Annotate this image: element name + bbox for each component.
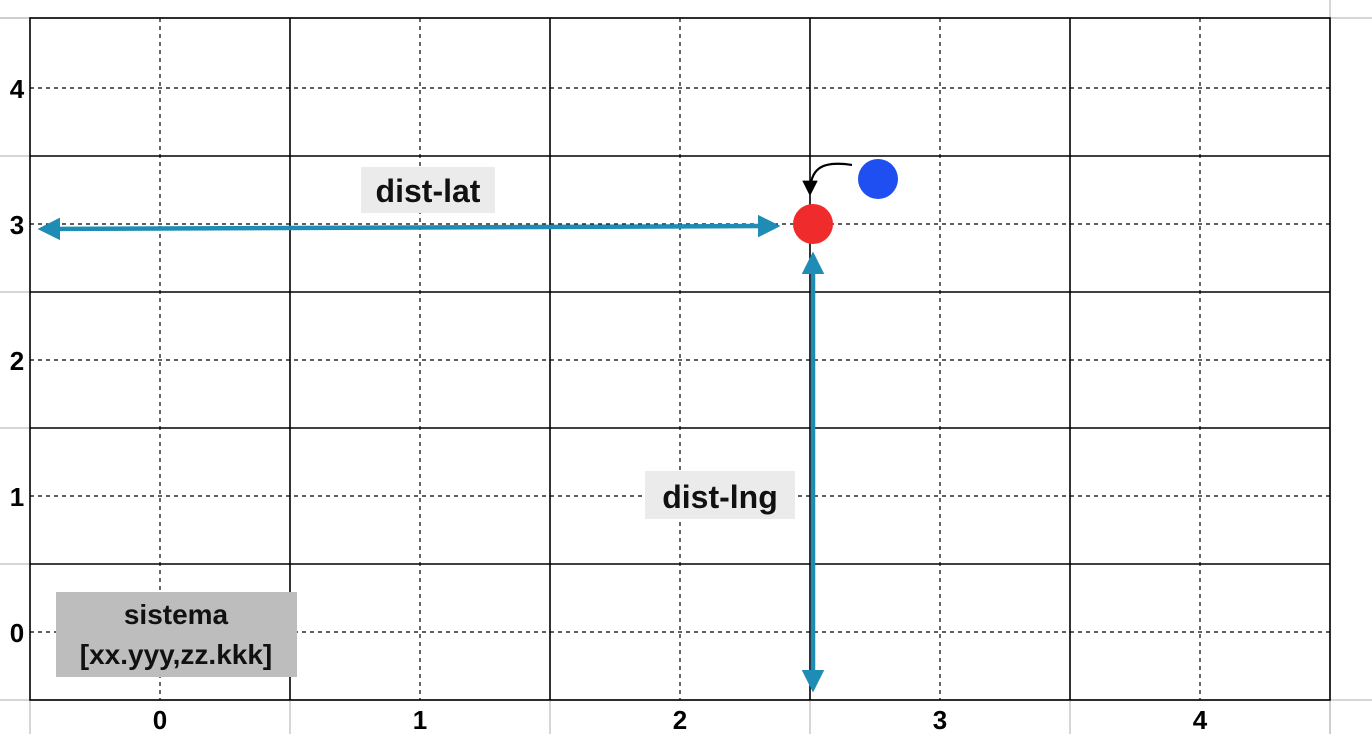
- dist-lat-text: dist-lat: [376, 173, 481, 209]
- dist-lat-label: dist-lat: [361, 167, 495, 213]
- x-tick-label: 3: [933, 705, 947, 734]
- x-tick-label: 0: [153, 705, 167, 734]
- y-axis-ticks: 4 3 2 1 0: [10, 74, 25, 648]
- y-tick-label: 1: [10, 482, 24, 512]
- y-tick-label: 3: [10, 210, 24, 240]
- dist-lng-text: dist-lng: [662, 479, 778, 515]
- blue-point-marker: [858, 159, 898, 199]
- y-tick-label: 0: [10, 618, 24, 648]
- curved-arrow-icon: [802, 162, 853, 197]
- x-tick-label: 2: [673, 705, 687, 734]
- y-tick-label: 2: [10, 346, 24, 376]
- dist-lat-arrow: [37, 214, 781, 241]
- dist-lng-label: dist-lng: [645, 471, 795, 519]
- x-tick-label: 4: [1193, 705, 1208, 734]
- sistema-text: sistema: [124, 599, 229, 630]
- red-point-marker: [793, 204, 833, 244]
- sistema-coords-text: [xx.yyy,zz.kkk]: [80, 639, 273, 670]
- y-tick-label: 4: [10, 74, 25, 104]
- sistema-label: sistema [xx.yyy,zz.kkk]: [56, 592, 297, 677]
- x-axis-ticks: 0 1 2 3 4: [153, 705, 1208, 734]
- x-tick-label: 1: [413, 705, 427, 734]
